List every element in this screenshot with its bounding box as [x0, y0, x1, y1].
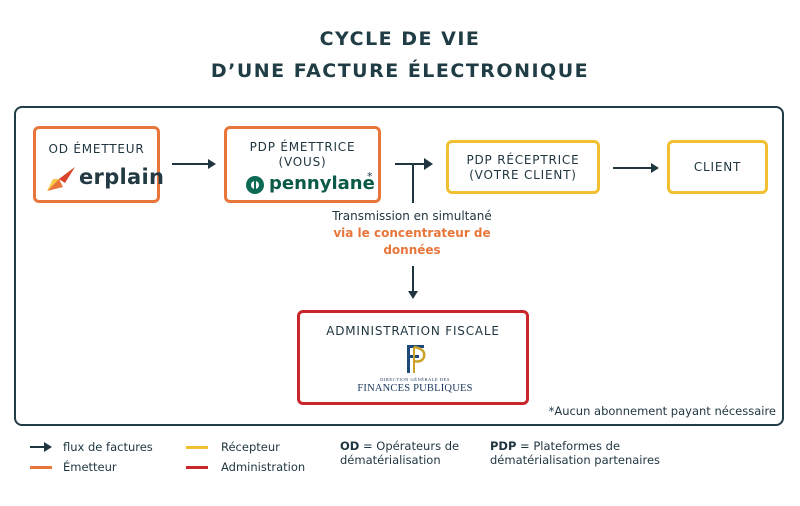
flow-arrow-od-to-pdp	[172, 163, 210, 165]
legend-od-def-2: dématérialisation	[340, 453, 441, 467]
node-pdp-receptrice-label-1: PDP RÉCEPTRICE	[466, 153, 580, 167]
node-administration-fiscale: ADMINISTRATION FISCALE DIRECTION GÉNÉRAL…	[297, 310, 529, 405]
node-pdp-emettrice-label-2: (VOUS)	[278, 155, 327, 169]
node-pdp-emettrice-label-1: PDP ÉMETTRICE	[249, 140, 356, 154]
legend-pdp-def-1: = Plateformes de	[516, 439, 621, 453]
legend-pdp-definition: PDP = Plateformes de dématérialisation p…	[490, 439, 660, 467]
node-pdp-receptrice: PDP RÉCEPTRICE (VOTRE CLIENT)	[446, 140, 600, 194]
node-od-emetteur-label: OD ÉMETTEUR	[48, 142, 145, 156]
erplain-logo: erplain	[45, 165, 164, 195]
node-pdp-receptrice-label-2: (VOTRE CLIENT)	[469, 168, 577, 182]
legend-od-abbr: OD	[340, 439, 360, 453]
transmission-note: Transmission en simultané via le concent…	[300, 208, 524, 259]
flow-arrow-pdp-to-receptrice	[395, 163, 425, 165]
flow-arrow-receptrice-to-client-head	[651, 163, 659, 173]
node-client-label: CLIENT	[693, 160, 742, 174]
erplain-logo-icon	[47, 167, 75, 191]
legend-flux-label: flux de factures	[63, 440, 153, 454]
erplain-logo-text: erplain	[79, 165, 165, 189]
dgfip-logo: DIRECTION GÉNÉRALE DES FINANCES PUBLIQUE…	[340, 343, 490, 399]
legend-administration-label: Administration	[221, 460, 306, 474]
dgfip-logo-icon	[407, 345, 426, 373]
dgfip-logo-big-text: FINANCES PUBLIQUES	[357, 383, 473, 394]
legend-flux-arrow-head	[44, 442, 52, 452]
node-od-emetteur: OD ÉMETTEUR erplain	[33, 126, 164, 203]
flow-arrow-pdp-to-receptrice-head	[424, 158, 433, 170]
legend-od-def-1: = Opérateurs de	[359, 439, 460, 453]
transmission-note-line1: Transmission en simultané	[332, 209, 492, 223]
flow-arrow-to-administration-head	[408, 291, 418, 299]
pennylane-logo-icon	[246, 176, 264, 194]
flow-junction-vertical-top	[412, 163, 414, 203]
pennylane-asterisk: *	[367, 170, 373, 183]
legend-flux-line	[30, 446, 46, 448]
pennylane-logo: pennylane *	[245, 170, 375, 197]
diagram-title-line1: CYCLE DE VIE	[319, 28, 481, 50]
legend-emetteur-label: Émetteur	[63, 460, 117, 474]
legend-administration-line	[186, 466, 208, 469]
legend-pdp-def-2: dématérialisation partenaires	[490, 453, 661, 467]
node-administration-label: ADMINISTRATION FISCALE	[326, 324, 500, 338]
node-client: CLIENT	[667, 140, 768, 194]
flow-arrow-receptrice-to-client	[613, 167, 653, 169]
flow-arrow-od-to-pdp-head	[208, 159, 216, 169]
legend-recepteur-line	[186, 446, 208, 449]
dgfip-logo-small-text: DIRECTION GÉNÉRALE DES	[380, 377, 450, 382]
legend-recepteur-label: Récepteur	[221, 440, 280, 454]
legend-od-definition: OD = Opérateurs de dématérialisation	[340, 439, 459, 467]
node-pdp-emettrice: PDP ÉMETTRICE (VOUS) pennylane *	[224, 126, 381, 203]
legend-pdp-abbr: PDP	[490, 439, 517, 453]
footnote: *Aucun abonnement payant nécessaire	[548, 404, 776, 418]
diagram-title-line2: D’UNE FACTURE ÉLECTRONIQUE	[210, 60, 590, 82]
transmission-note-line2: via le concentrateur de	[333, 226, 491, 240]
pennylane-logo-text: pennylane	[269, 173, 375, 194]
legend-emetteur-line	[30, 466, 52, 469]
flow-arrow-to-administration	[412, 266, 414, 292]
transmission-note-line3: données	[383, 243, 441, 257]
diagram-frame	[14, 106, 784, 426]
